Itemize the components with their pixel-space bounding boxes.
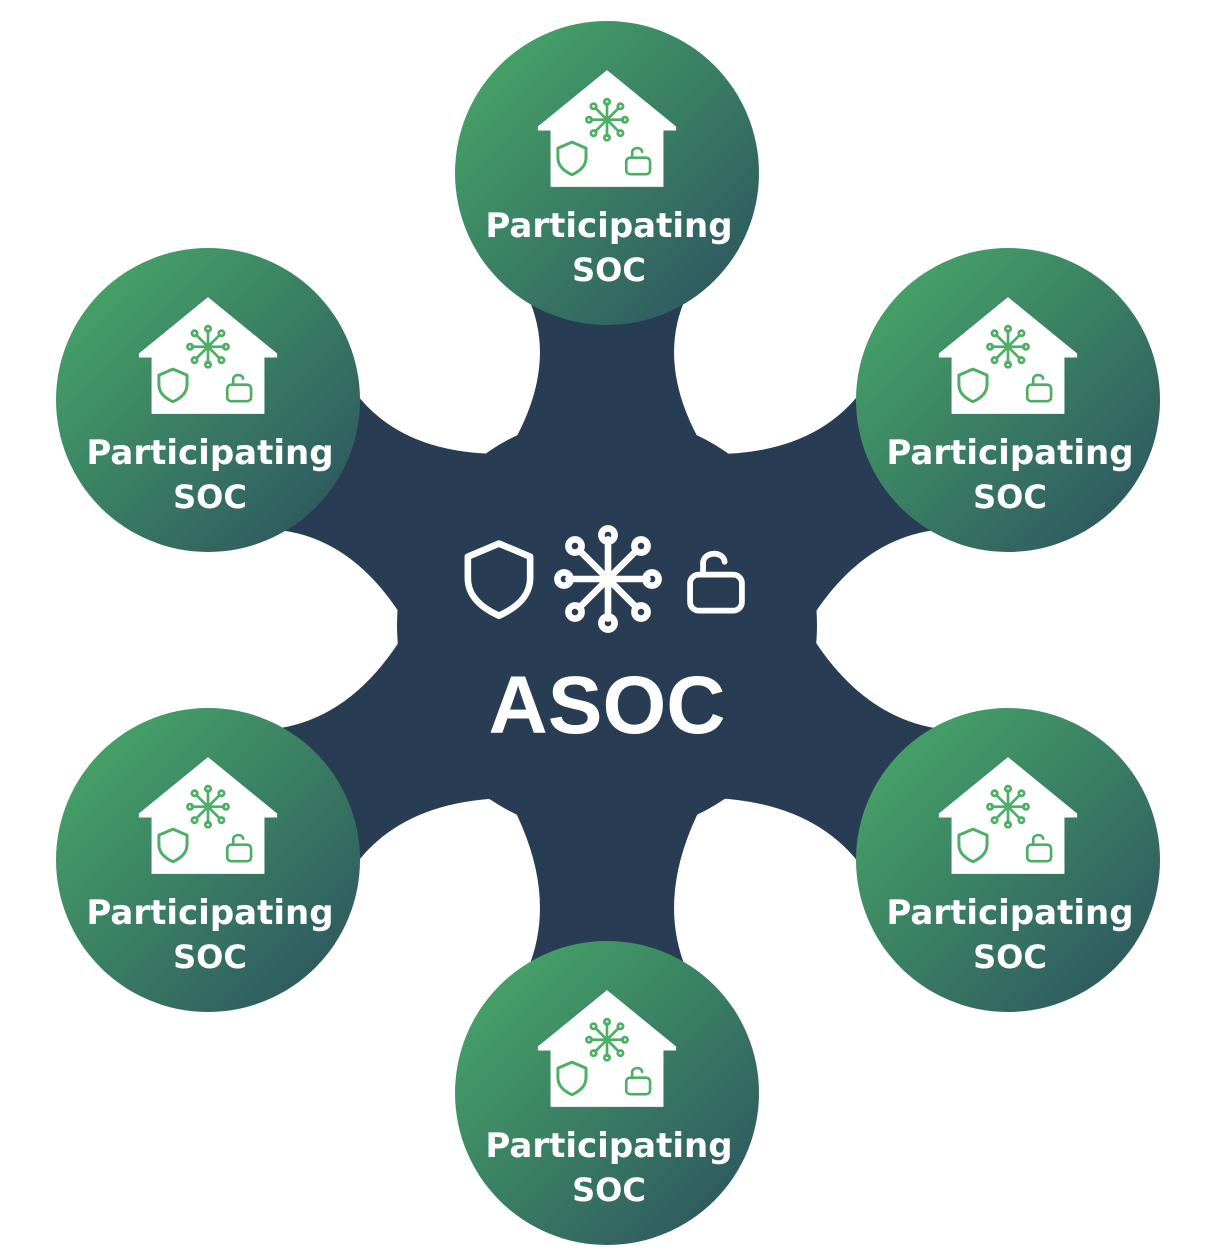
node-label-line2: SOC (173, 478, 247, 516)
node-label-line1: Participating (86, 433, 333, 473)
node-label-line1: Participating (485, 1126, 732, 1166)
hub-label: ASOC (489, 660, 726, 751)
node-label-line1: Participating (485, 206, 732, 246)
connector-top (512, 295, 702, 445)
participating-soc-nodes: ParticipatingSOCParticipatingSOCParticip… (56, 21, 1160, 1245)
node-label-line2: SOC (572, 1171, 646, 1209)
node-label-line2: SOC (973, 478, 1047, 516)
asoc-hub (397, 415, 817, 835)
connector-bottom (512, 805, 702, 971)
node-label-line1: Participating (86, 893, 333, 933)
network-icon (557, 528, 658, 629)
node-label-line1: Participating (886, 433, 1133, 473)
node-label-line2: SOC (173, 938, 247, 976)
node-label-line1: Participating (886, 893, 1133, 933)
node-label-line2: SOC (973, 938, 1047, 976)
node-label-line2: SOC (572, 251, 646, 289)
